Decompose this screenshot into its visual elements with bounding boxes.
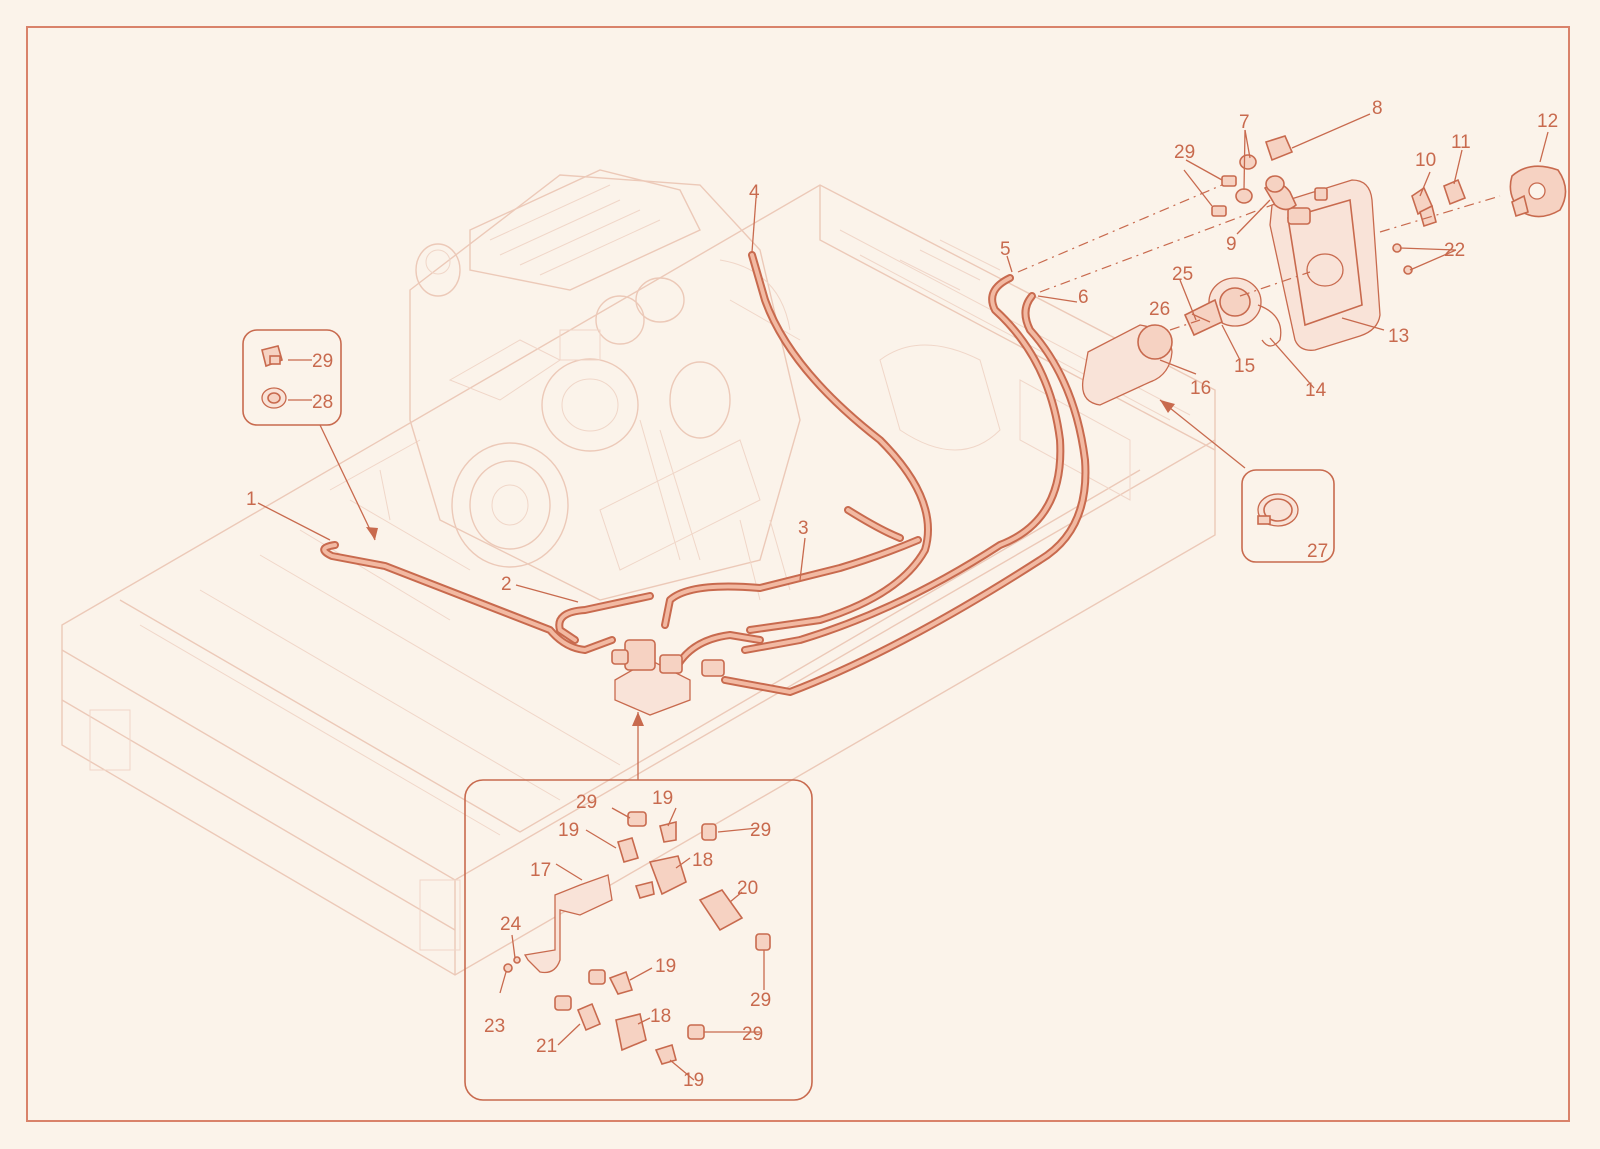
drawing-frame [26, 26, 1570, 1122]
label-part-26: 26 [1149, 299, 1170, 320]
label-part-19-top: 19 [652, 788, 673, 809]
hose-6 [721, 292, 1090, 696]
label-part-15: 15 [1234, 356, 1255, 377]
label-part-22: 22 [1444, 240, 1465, 261]
label-part-14: 14 [1305, 380, 1327, 401]
label-part-3: 3 [798, 518, 809, 539]
label-part-18-lower: 18 [650, 1006, 671, 1027]
label-part-27: 27 [1307, 541, 1328, 562]
label-part-19-left: 19 [558, 820, 579, 841]
label-part-19-middle: 19 [655, 956, 676, 977]
inset-clamp-27 [1159, 399, 1335, 563]
label-part-29-inset: 29 [312, 351, 333, 372]
manifold-assembly [611, 639, 725, 716]
hose-4 [746, 251, 932, 634]
label-part-4: 4 [749, 182, 760, 203]
chassis-frame-ghost [61, 184, 1216, 976]
label-part-11: 11 [1451, 132, 1471, 153]
part-labels: 1 2 3 4 5 6 7 8 9 10 11 12 13 14 15 16 1… [246, 98, 1558, 1091]
inset-clamps-28-29 [242, 329, 378, 541]
label-part-29-detail-1: 29 [576, 792, 597, 813]
label-part-1: 1 [246, 489, 257, 510]
label-part-10: 10 [1415, 150, 1436, 171]
label-part-29-detail-2: 29 [750, 820, 771, 841]
label-part-24: 24 [500, 914, 522, 935]
label-part-23: 23 [484, 1016, 505, 1037]
engine-ghost [409, 169, 801, 601]
hose-2 [555, 592, 654, 644]
label-part-8: 8 [1372, 98, 1383, 119]
label-part-25: 25 [1172, 264, 1193, 285]
label-part-18-upper: 18 [692, 850, 713, 871]
label-part-12: 12 [1537, 111, 1558, 132]
hose-5 [741, 274, 1065, 654]
label-part-29-detail-3: 29 [750, 990, 771, 1011]
hose-3 [661, 506, 922, 629]
label-part-19-bottom: 19 [683, 1070, 704, 1091]
filler-neck-assembly [1081, 135, 1567, 406]
label-part-20: 20 [737, 878, 758, 899]
label-part-21: 21 [536, 1036, 557, 1057]
label-part-2: 2 [501, 574, 512, 595]
label-part-16: 16 [1190, 378, 1211, 399]
label-part-6: 6 [1078, 287, 1089, 308]
label-part-13: 13 [1388, 326, 1409, 347]
alignment-lines [1017, 184, 1501, 331]
label-part-28: 28 [312, 392, 333, 413]
label-part-7: 7 [1239, 112, 1250, 133]
label-part-17: 17 [530, 860, 551, 881]
hose-1 [320, 541, 616, 654]
label-part-9: 9 [1226, 234, 1237, 255]
inset-manifold-exploded [464, 712, 813, 1101]
label-part-29-top: 29 [1174, 142, 1195, 163]
leader-lines [257, 113, 1549, 603]
label-part-5: 5 [1000, 239, 1011, 260]
label-part-29-detail-4: 29 [742, 1024, 763, 1045]
